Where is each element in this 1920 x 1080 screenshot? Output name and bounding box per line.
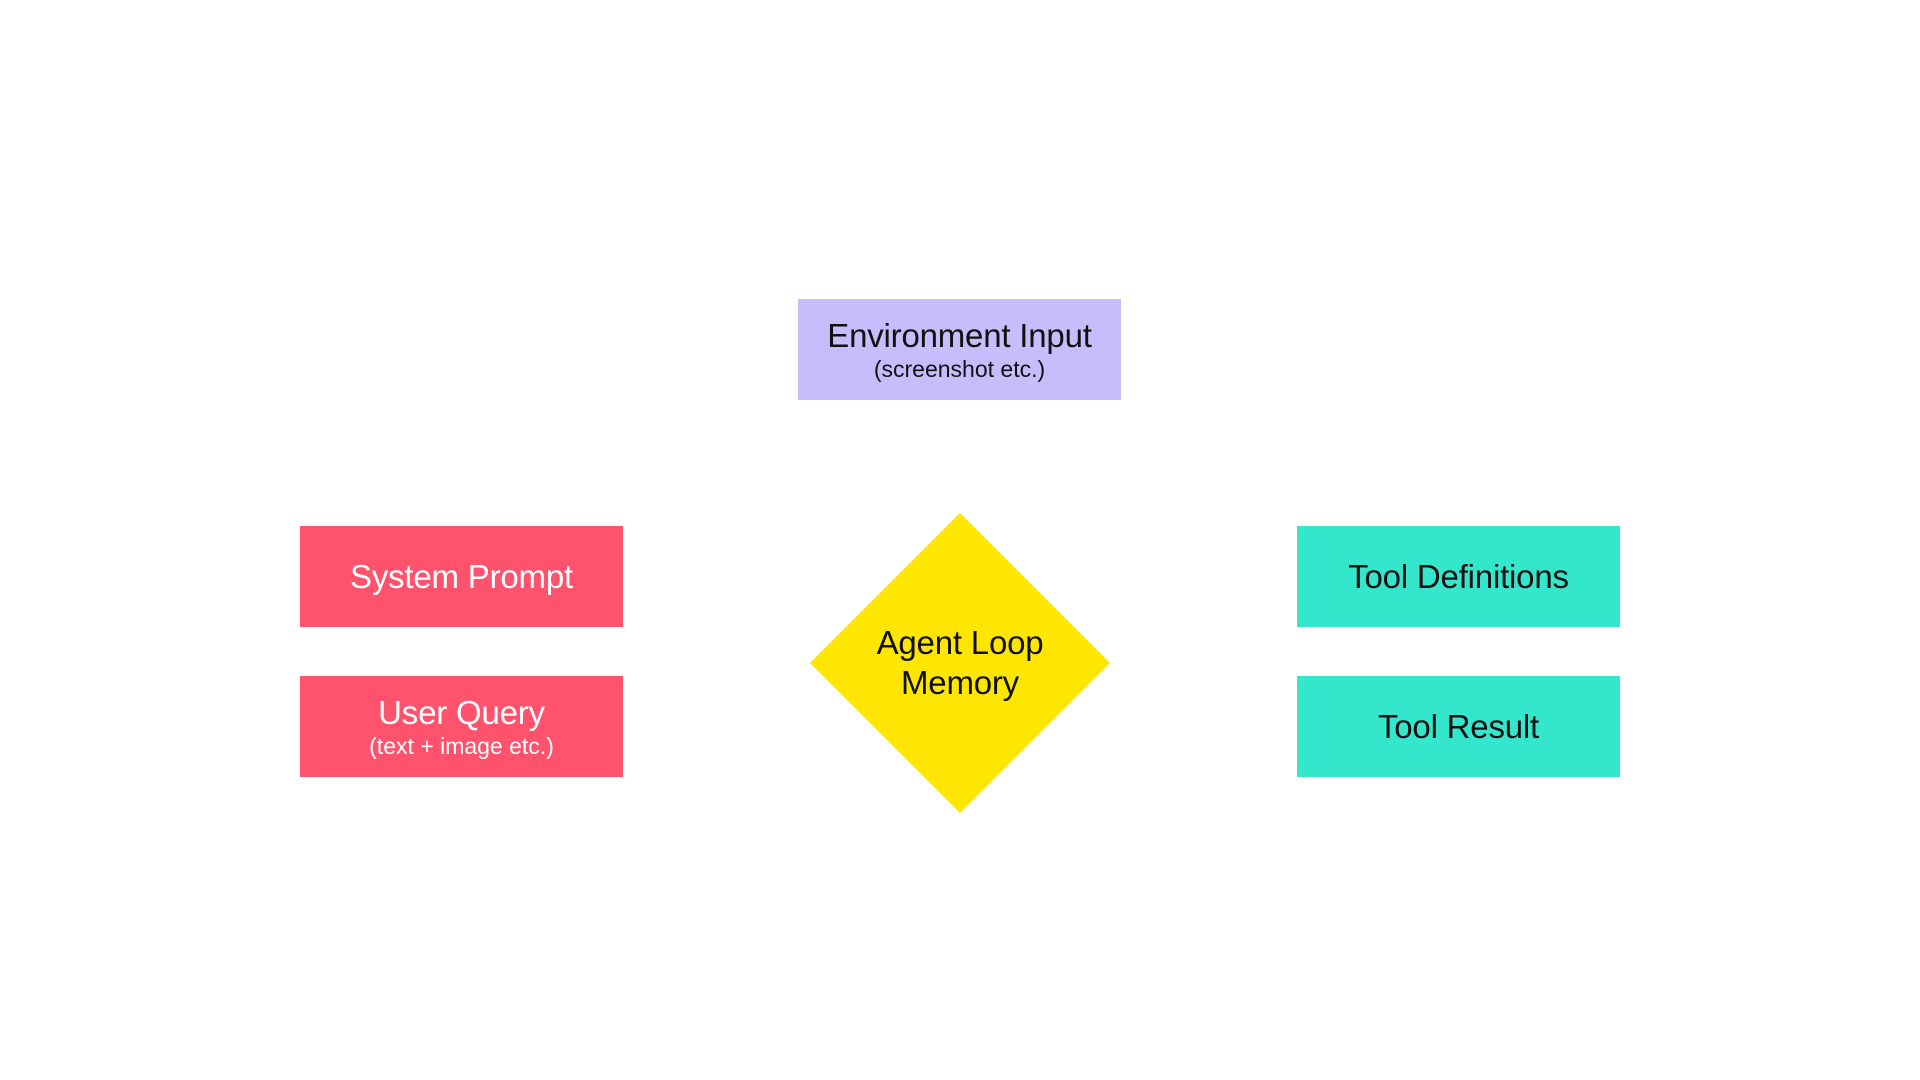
diamond-shape <box>810 513 1110 813</box>
user-query-box: User Query (text + image etc.) <box>300 676 623 777</box>
user-query-title: User Query <box>378 693 545 731</box>
environment-input-subtitle: (screenshot etc.) <box>873 355 1046 382</box>
memory-label: Memory <box>901 664 1019 701</box>
tool-result-title: Tool Result <box>1377 707 1540 745</box>
tool-result-box: Tool Result <box>1297 676 1620 777</box>
environment-input-title: Environment Input <box>827 316 1092 354</box>
tool-definitions-title: Tool Definitions <box>1348 557 1569 595</box>
tool-definitions-box: Tool Definitions <box>1297 526 1620 627</box>
environment-input-box: Environment Input (screenshot etc.) <box>798 299 1121 400</box>
system-prompt-title: System Prompt <box>350 557 573 595</box>
agent-loop-memory-diamond <box>810 513 1110 813</box>
user-query-subtitle: (text + image etc.) <box>369 732 554 759</box>
agent-loop-memory-label: Agent Loop Memory <box>810 513 1110 813</box>
system-prompt-box: System Prompt <box>300 526 623 627</box>
agent-loop-label: Agent Loop <box>876 624 1044 661</box>
